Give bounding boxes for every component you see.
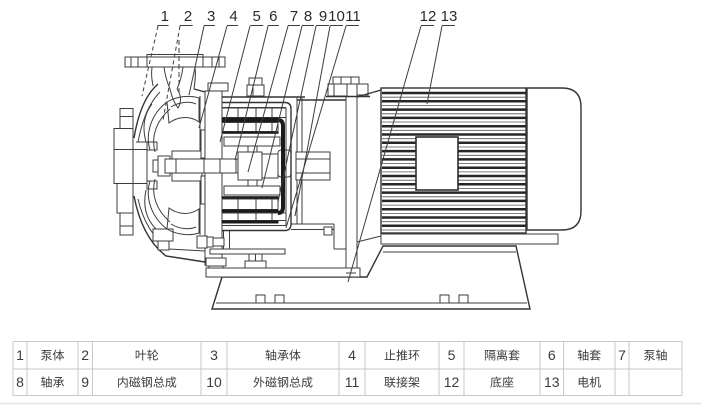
svg-text:11: 11 — [345, 374, 360, 390]
svg-text:13: 13 — [544, 374, 560, 390]
svg-text:10: 10 — [328, 8, 345, 25]
svg-text:3: 3 — [210, 347, 218, 363]
svg-text:3: 3 — [207, 8, 215, 25]
svg-text:8: 8 — [16, 374, 24, 390]
svg-text:7: 7 — [618, 347, 626, 363]
svg-text:2: 2 — [81, 347, 89, 363]
svg-text:12: 12 — [420, 8, 437, 25]
svg-text:6: 6 — [269, 8, 277, 25]
svg-text:1: 1 — [161, 8, 169, 25]
svg-text:5: 5 — [253, 8, 261, 25]
svg-text:5: 5 — [448, 347, 456, 363]
svg-text:9: 9 — [81, 374, 89, 390]
svg-text:11: 11 — [345, 8, 361, 25]
svg-text:4: 4 — [348, 347, 356, 363]
svg-text:8: 8 — [304, 8, 312, 25]
svg-text:12: 12 — [444, 374, 460, 390]
svg-text:7: 7 — [290, 8, 298, 25]
svg-text:1: 1 — [16, 347, 24, 363]
svg-text:6: 6 — [548, 347, 556, 363]
svg-text:4: 4 — [229, 8, 237, 25]
svg-text:2: 2 — [184, 8, 192, 25]
svg-text:10: 10 — [206, 374, 222, 390]
svg-text:9: 9 — [319, 8, 327, 25]
svg-text:13: 13 — [441, 8, 458, 25]
